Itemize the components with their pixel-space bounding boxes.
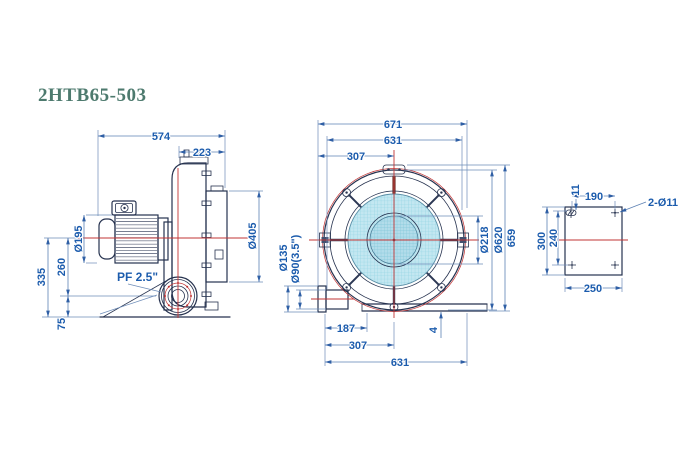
dim-flange-diameter: Ø620 (493, 227, 505, 254)
dim-motor-diameter: Ø195 (73, 226, 85, 253)
dim-hole-spacing: 190 (585, 191, 603, 203)
side-view-dimensions: 574 223 Ø195 335 260 75 Ø405 PF 2.5" (35, 130, 261, 331)
label-hole-callout: 2-Ø11 (648, 197, 678, 209)
dim-hole-to-edge: 11 (570, 184, 582, 196)
front-base-plate (361, 303, 488, 312)
dim-body-diameter: Ø405 (247, 223, 259, 250)
dim-front-center-offset-top: 307 (347, 151, 365, 163)
terminal-box (111, 200, 137, 216)
dim-grille-diameter: Ø218 (479, 227, 491, 254)
dim-front-overall-width: 671 (384, 119, 402, 131)
bracket-plate (564, 206, 623, 276)
dim-front-base-width: 631 (391, 357, 409, 369)
dim-side-inlet-width: 223 (193, 147, 211, 159)
centerlines-side (78, 168, 250, 318)
motor (98, 200, 169, 264)
dim-outlet-bore: Ø90(3.5") (290, 234, 302, 283)
dim-base-plate-thickness: 4 (428, 326, 440, 333)
dim-outlet-center-height: 260 (56, 258, 68, 276)
dim-front-overall-height: 659 (506, 229, 518, 247)
dim-base-height: 75 (56, 318, 68, 330)
dim-side-overall-width: 574 (152, 131, 171, 143)
bracket-holes (565, 207, 619, 269)
blower-housing-side (163, 149, 228, 311)
bracket-dimensions: 190 11 300 240 250 2-Ø11 (535, 183, 679, 296)
dim-outlet-flange-diameter: Ø135 (278, 245, 290, 272)
front-view-extension-lines (284, 120, 510, 366)
base-side (99, 280, 231, 318)
side-view: 574 223 Ø195 335 260 75 Ø405 PF 2.5" (35, 130, 263, 331)
dim-hole-span: 240 (548, 229, 560, 247)
centerlines-front (309, 150, 479, 318)
dim-front-flange-width: 631 (384, 135, 402, 147)
dim-outlet-to-base: 187 (337, 323, 355, 335)
front-view-dimensions: 671 631 307 Ø218 Ø620 659 Ø135 Ø90(3.5")… (277, 118, 519, 370)
front-view: 671 631 307 Ø218 Ø620 659 Ø135 Ø90(3.5")… (277, 118, 519, 370)
dim-front-center-offset-bottom: 307 (349, 340, 367, 352)
dim-centerline-height: 335 (36, 268, 48, 286)
drawing-title: 2HTB65-503 (38, 85, 146, 106)
dim-bracket-width: 250 (584, 283, 602, 295)
bracket-view: 190 11 300 240 250 2-Ø11 (535, 183, 679, 296)
dim-bracket-height: 300 (536, 232, 548, 250)
motor-fins (116, 218, 157, 261)
label-outlet-port: PF 2.5" (117, 270, 158, 284)
body-drum (205, 190, 228, 283)
